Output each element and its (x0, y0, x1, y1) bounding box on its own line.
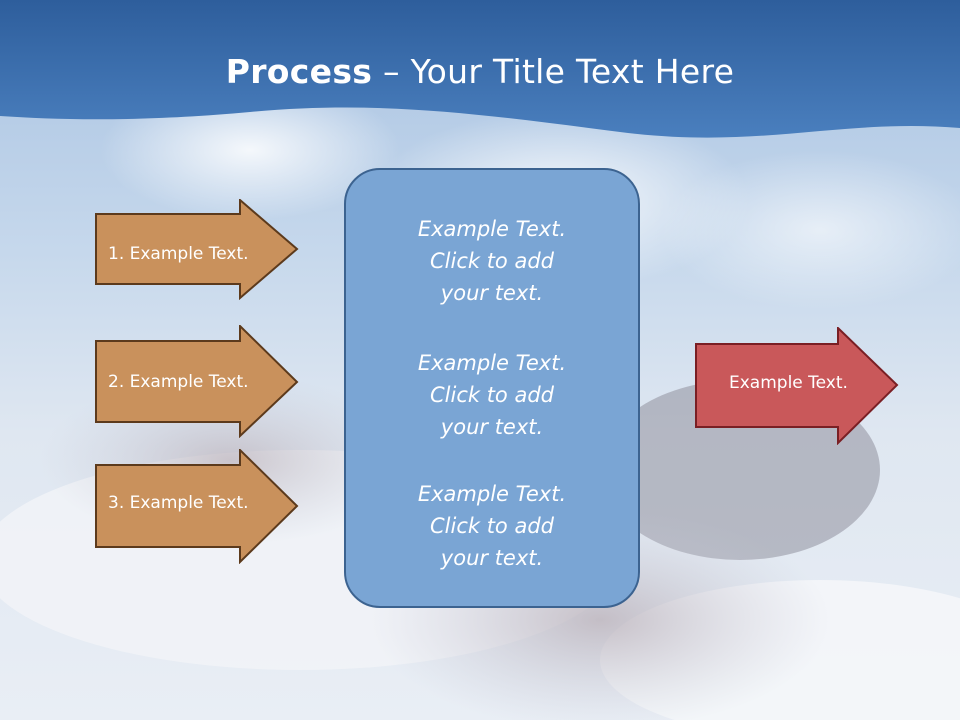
left-arrow-3[interactable] (95, 449, 300, 564)
slide-title: Process – Your Title Text Here (0, 52, 960, 91)
center-text-1: Example Text. Click to add your text. (417, 217, 567, 305)
center-text-2: Example Text. Click to add your text. (417, 351, 567, 439)
title-bold: Process (225, 52, 373, 91)
right-arrow-label: Example Text. (729, 373, 848, 393)
left-arrow-3-label: 3. Example Text. (108, 493, 249, 513)
title-rest: – Your Title Text Here (372, 52, 735, 91)
left-arrow-1-label: 1. Example Text. (108, 244, 249, 264)
left-arrow-2[interactable] (95, 325, 300, 438)
left-arrow-2-label: 2. Example Text. (108, 372, 249, 392)
center-text-3: Example Text. Click to add your text. (417, 482, 567, 570)
left-arrow-1[interactable] (95, 199, 300, 300)
center-text-box[interactable]: Example Text. Click to add your text. Ex… (344, 168, 640, 608)
right-arrow[interactable] (695, 327, 900, 445)
